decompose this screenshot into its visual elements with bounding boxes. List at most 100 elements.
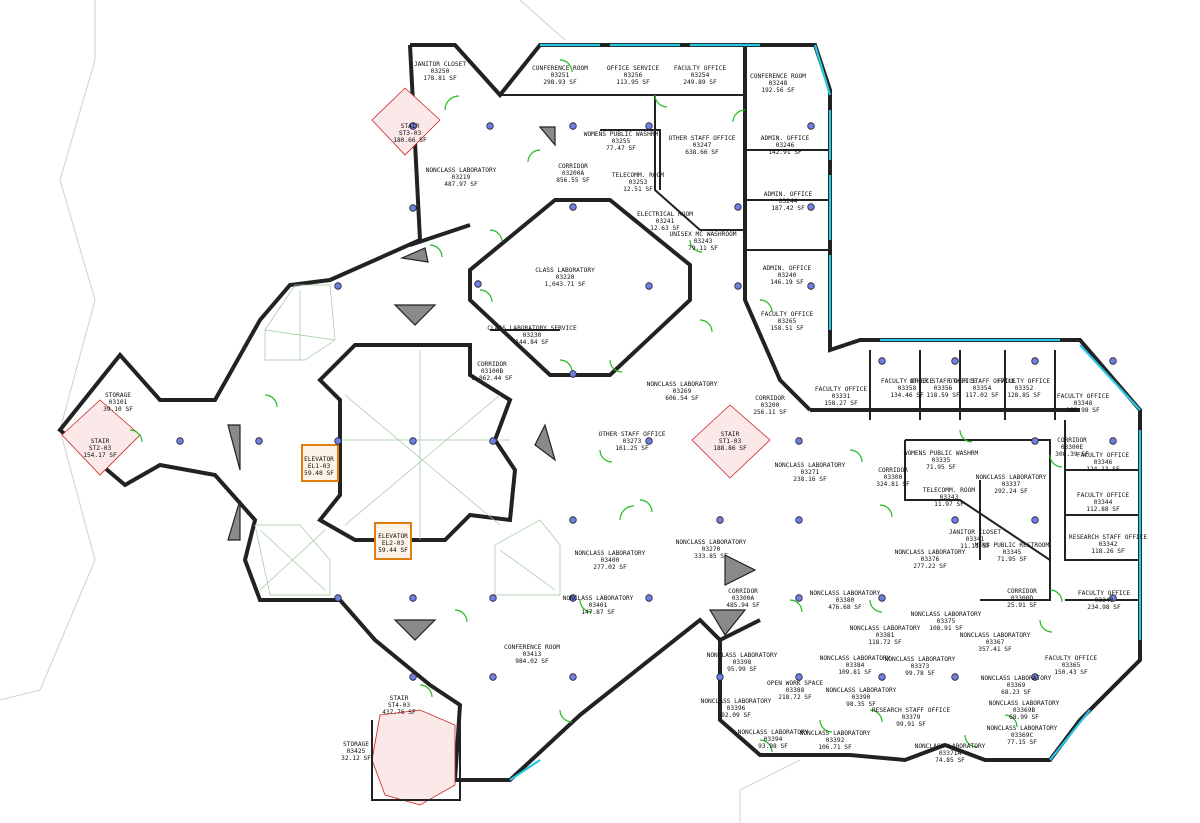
room-num-label: 03255: [612, 138, 631, 145]
room-num-label: 03251: [551, 72, 570, 79]
room-name-label: FACULTY OFFICE: [1045, 655, 1097, 662]
room-name-label: NONCLASS LABORATORY: [960, 632, 1031, 639]
room-num-label: 03375: [937, 618, 956, 625]
room-area-label: 92.09 SF: [721, 712, 751, 719]
room-name-label: RESEARCH STAFF OFFICE: [1069, 534, 1148, 541]
room-name-label: FACULTY OFFICE: [815, 386, 867, 393]
room-name-label: CORRIDOR: [558, 163, 588, 170]
room-name-label: RESEARCH STAFF OFFICE: [872, 707, 951, 714]
room-area-label: 118.26 SF: [1091, 548, 1125, 555]
room-name-label: OTHER STAFF OFFICE: [598, 431, 665, 438]
room-name-label: FACULTY OFFICE: [1077, 492, 1129, 499]
room-area-label: 74.85 SF: [935, 757, 965, 764]
room-num-label: 03413: [523, 651, 542, 658]
room-area-label: 39.10 SF: [103, 406, 133, 413]
room-num-label: 03220: [556, 274, 575, 281]
room-area-label: 150.43 SF: [1054, 669, 1088, 676]
room-num-label: 03248: [769, 80, 788, 87]
room-name-label: CORRIDOR: [728, 588, 758, 595]
room-num-label: 03241: [656, 218, 675, 225]
room-name-label: FACULTY OFFICE: [1057, 393, 1109, 400]
room-area-label: 324.81 SF: [876, 481, 910, 488]
room-num-label: EL2-03: [382, 540, 405, 547]
room-name-label: NONCLASS LABORATORY: [981, 675, 1052, 682]
room-area-label: 98.35 SF: [846, 701, 876, 708]
room-name-label: CONFERENCE ROOM: [504, 644, 560, 651]
room-num-label: 03340: [1095, 597, 1114, 604]
room-area-label: 199.98 SF: [1066, 407, 1100, 414]
room-num-label: 03265: [778, 318, 797, 325]
room-name-label: CLASS LABORATORY: [535, 267, 595, 274]
room-area-label: 188.86 SF: [713, 445, 747, 452]
room-num-label: 03345: [1003, 549, 1022, 556]
room-area-label: 476.68 SF: [828, 604, 862, 611]
room-num-label: 03425: [347, 748, 366, 755]
room-name-label: STORAGE: [105, 392, 131, 399]
room-name-label: STAIR: [401, 123, 420, 130]
room-area-label: 71.95 SF: [997, 556, 1027, 563]
room-area-label: 154.17 SF: [83, 452, 117, 459]
room-name-label: CLASS LABORATORY SERVICE: [487, 325, 577, 332]
room-area-label: 856.55 SF: [556, 177, 590, 184]
room-name-label: NONCLASS LABORATORY: [826, 687, 897, 694]
room-num-label: 03352: [1015, 385, 1034, 392]
room-area-label: 178.81 SF: [423, 75, 457, 82]
room-area-label: 124.13 SF: [1086, 466, 1120, 473]
room-name-label: CORRIDOR: [1007, 588, 1037, 595]
room-area-label: 93.98 SF: [758, 743, 788, 750]
room-area-label: 79.11 SF: [688, 245, 718, 252]
room-area-label: 59.44 SF: [378, 547, 408, 554]
room-area-label: 638.66 SF: [685, 149, 719, 156]
room-num-label: 03367: [986, 639, 1005, 646]
room-name-label: FACULTY OFFICE: [998, 378, 1050, 385]
room-num-label: 03219: [452, 174, 471, 181]
room-name-label: STAIR: [721, 431, 740, 438]
room-num-label: 03376: [921, 556, 940, 563]
room-area-label: 277.22 SF: [913, 563, 947, 570]
room-name-label: CORRIDOR: [878, 467, 908, 474]
room-num-label: 03300D: [1011, 595, 1034, 602]
room-area-label: 128.85 SF: [1007, 392, 1041, 399]
room-num-label: ST2-03: [89, 445, 112, 452]
room-name-label: NONCLASS LABORATORY: [738, 729, 809, 736]
room-area-label: 77.47 SF: [606, 145, 636, 152]
room-name-label: STORAGE: [343, 741, 369, 748]
room-num-label: ST4-03: [388, 702, 411, 709]
class-laboratory-block: [468, 198, 692, 377]
room-name-label: FACULTY OFFICE: [1078, 590, 1130, 597]
room-area-label: 68.99 SF: [1009, 714, 1039, 721]
room-num-label: 03343: [940, 494, 959, 501]
room-num-label: 03247: [693, 142, 712, 149]
exterior-walls: [57, 43, 1142, 782]
room-name-label: NONCLASS LABORATORY: [775, 462, 846, 469]
room-name-label: STAIR: [91, 438, 110, 445]
room-area-label: 108.91 SF: [929, 625, 963, 632]
room-name-label: STAIR: [390, 695, 409, 702]
room-num-label: 03392: [826, 737, 845, 744]
room-num-label: 03253: [629, 179, 648, 186]
room-name-label: ELECTRICAL ROOM: [637, 211, 693, 218]
room-area-label: 11.11 SF: [960, 543, 990, 550]
room-area-label: 95.99 SF: [727, 666, 757, 673]
room-name-label: NONCLASS LABORATORY: [987, 725, 1058, 732]
room-area-label: 146.19 SF: [770, 279, 804, 286]
room-area-label: 249.89 SF: [683, 79, 717, 86]
room-area-label: 112.88 SF: [1086, 506, 1120, 513]
room-name-label: NONCLASS LABORATORY: [810, 590, 881, 597]
room-name-label: WOMENS PUBLIC WASHRM: [584, 131, 659, 138]
room-name-label: FACULTY OFFICE: [674, 65, 726, 72]
room-area-label: 12.63 SF: [650, 225, 680, 232]
room-name-label: CONFERENCE ROOM: [750, 73, 806, 80]
room-num-label: 03270: [702, 546, 721, 553]
room-num-label: 03396: [727, 705, 746, 712]
room-num-label: 03401: [589, 602, 608, 609]
room-area-label: 144.84 SF: [515, 339, 549, 346]
room-num-label: 03269: [673, 388, 692, 395]
room-name-label: ADMIN. OFFICE: [764, 191, 813, 198]
room-num-label: 03346: [1094, 459, 1113, 466]
room-name-label: NONCLASS LABORATORY: [426, 167, 497, 174]
room-area-label: 117.02 SF: [965, 392, 999, 399]
room-num-label: 03100B: [481, 368, 504, 375]
